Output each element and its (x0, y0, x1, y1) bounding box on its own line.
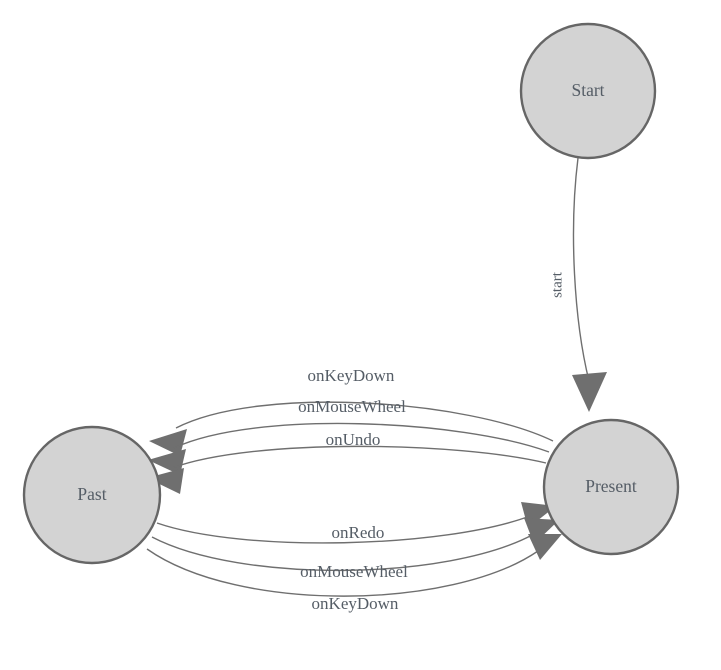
node-present-circle (542, 418, 680, 556)
node-past-label: Past (77, 484, 106, 504)
arrowhead-onmousewheel-up (148, 449, 186, 475)
node-present[interactable]: Present (542, 418, 680, 556)
arrowhead-onundo (147, 468, 184, 494)
node-past-circle (22, 425, 162, 565)
edge-label-start: start (549, 271, 565, 298)
node-past[interactable]: Past (22, 425, 162, 565)
edge-label-onredo: onRedo (332, 523, 385, 542)
node-start[interactable]: Start (519, 22, 657, 160)
edge-past-to-present-onkeydown[interactable] (146, 534, 562, 597)
edge-path-onundo (171, 445, 547, 469)
edge-label-onmousewheel-up: onMouseWheel (298, 397, 406, 416)
node-present-label: Present (585, 476, 637, 496)
edge-path-onredo (156, 515, 531, 544)
edge-present-to-past-onundo[interactable] (147, 445, 547, 494)
edge-path-start (572, 157, 590, 382)
arrowhead-onkeydown-dn (528, 534, 562, 560)
edge-label-onundo: onUndo (326, 430, 381, 449)
edge-present-to-past-onkeydown[interactable] (149, 401, 554, 456)
edge-label-onmousewheel-dn: onMouseWheel (300, 562, 408, 581)
edge-path-onkeydown-dn (146, 548, 539, 597)
edge-label-onkeydown-up: onKeyDown (308, 366, 395, 385)
edge-label-group: onKeyDown onMouseWheel onUndo onRedo onM… (298, 366, 408, 613)
edge-path-onkeydown-up (175, 401, 554, 442)
node-start-circle (519, 22, 657, 160)
edge-path-onmousewheel-up (173, 422, 550, 453)
edge-path-onmousewheel-dn (151, 533, 535, 572)
node-start-label: Start (571, 80, 604, 100)
edge-start-to-present[interactable]: start (549, 157, 607, 412)
arrowhead-start-to-present (572, 372, 607, 412)
edge-label-onkeydown-dn: onKeyDown (312, 594, 399, 613)
arrowhead-onkeydown-up (149, 429, 187, 456)
edge-present-to-past-onmousewheel[interactable] (148, 422, 550, 475)
